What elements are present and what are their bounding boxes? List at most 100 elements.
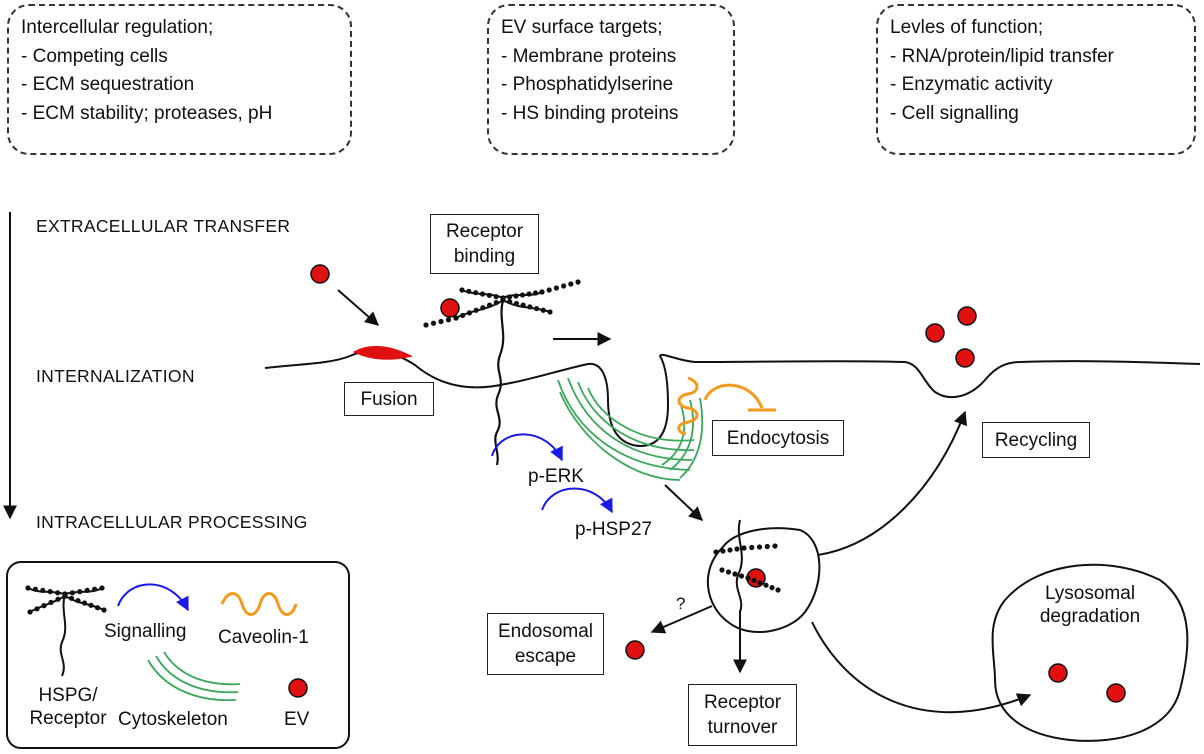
- lysosome: [991, 563, 1189, 742]
- label-receptor-turnover: Receptor turnover: [688, 684, 797, 746]
- info-box-intercellular: Intercellular regulation; - Competing ce…: [7, 4, 352, 155]
- legend-hs-chain-bead: [27, 609, 33, 615]
- ev-extracellular: [310, 264, 330, 284]
- hs-chain-bead: [438, 318, 444, 325]
- hs-chain-bead: [500, 297, 506, 303]
- legend-hs-chain-bead: [99, 585, 105, 591]
- label-question-mark: ?: [676, 594, 686, 613]
- hs-chain-bead: [757, 580, 763, 586]
- hs-chain-bead: [473, 290, 479, 296]
- hs-chain-bead: [486, 292, 492, 298]
- legend-hs-chain-bead: [94, 605, 101, 611]
- arrow-to-escape: [650, 605, 713, 634]
- hs-chain-bead: [423, 322, 429, 328]
- label-line: Endosomal: [497, 621, 594, 642]
- hs-chain-bead: [493, 294, 499, 300]
- legend-hs-chain-bead: [77, 589, 83, 595]
- legend-hs-chain-bead: [92, 586, 98, 592]
- hs-chain-bead: [493, 299, 499, 306]
- ev-recycled: [925, 323, 945, 343]
- label-line: Fusion: [360, 388, 418, 410]
- legend-signalling-label: Signalling: [104, 621, 187, 642]
- info-box-title: Intercellular regulation;: [21, 17, 214, 38]
- legend-hs-chain-bead: [84, 587, 90, 594]
- legend-hs-chain-bead: [48, 599, 54, 606]
- info-box-item: - Phosphatidylserine: [501, 74, 674, 95]
- hs-chain-bead: [453, 315, 459, 321]
- legend-hs-chain-bead: [62, 593, 68, 599]
- ev-lysosome: [1106, 683, 1126, 703]
- hs-chain-bead: [756, 544, 763, 550]
- hs-chain-bead: [520, 302, 526, 308]
- hs-chain-bead: [775, 587, 781, 593]
- hs-chain-bead: [745, 575, 751, 581]
- arrow-to-lysosome: [811, 621, 1032, 714]
- hs-chain-bead: [546, 287, 552, 293]
- stage-internalization: INTERNALIZATION: [36, 366, 195, 386]
- caveolin-squiggle: [677, 376, 699, 436]
- label-p-erk: p-ERK: [528, 466, 584, 487]
- ev-recycled: [957, 306, 977, 326]
- arrow-to-fusion: [337, 289, 380, 326]
- info-box-ev-surface: EV surface targets; - Membrane proteins …: [487, 4, 735, 155]
- hs-chain-bead: [430, 320, 437, 326]
- legend-box: [6, 561, 350, 749]
- label-recycling: Recycling: [982, 422, 1090, 458]
- label-line: Receptor: [703, 692, 782, 713]
- endocytosis-inhibition: [703, 383, 764, 409]
- legend-hspg-label: HSPG/ Receptor: [18, 684, 118, 730]
- legend-ev: [288, 678, 308, 698]
- label-line: Endocytosis: [726, 427, 830, 449]
- arrow-to-endosome: [664, 484, 704, 521]
- ev-bound: [440, 298, 460, 318]
- hs-chain-bead: [713, 549, 719, 555]
- hs-chain-bead: [725, 569, 732, 575]
- arrow-to-recycling: [817, 410, 968, 556]
- legend-hs-chain-bead: [47, 589, 53, 595]
- legend-hs-chain-bead: [81, 600, 88, 606]
- legend-hs-chain-bead: [25, 585, 31, 591]
- hs-chain-bead: [479, 291, 486, 297]
- hs-chain-bead: [547, 309, 553, 315]
- hs-chain-bead: [506, 294, 513, 300]
- hs-chain-bead: [526, 291, 532, 297]
- endosome-receptor: [735, 519, 743, 613]
- label-fusion: Fusion: [344, 382, 434, 416]
- info-box-item: - ECM stability; proteases, pH: [21, 102, 273, 124]
- legend-hs-chain-bead: [55, 590, 61, 596]
- label-receptor-binding: Receptor binding: [430, 214, 539, 274]
- label-p-hsp27: p-HSP27: [575, 519, 653, 540]
- cell-membrane: [264, 350, 1201, 448]
- hs-chain-bead: [507, 299, 513, 305]
- hs-chain-bead: [466, 310, 473, 316]
- legend-hs-chain-bead: [34, 606, 40, 612]
- info-box-title: EV surface targets;: [501, 17, 663, 38]
- hs-chain-bead: [486, 302, 493, 308]
- hs-chain-bead: [575, 279, 581, 285]
- legend-hs-chain-bead: [69, 590, 75, 596]
- info-box-function-levels: Levles of function; - RNA/protein/lipid …: [876, 4, 1196, 155]
- ev-recycled: [955, 348, 975, 368]
- hs-chain-bead: [513, 293, 519, 299]
- hs-chain-bead: [466, 288, 472, 294]
- legend-hs-chain-bead: [68, 595, 75, 601]
- hs-chain-bead: [473, 307, 479, 313]
- hs-chain-bead: [727, 547, 733, 553]
- label-line: binding: [453, 246, 516, 267]
- hs-chain-bead: [738, 573, 745, 579]
- hs-chain-bead: [459, 287, 465, 293]
- fusion-patch: [352, 345, 413, 360]
- legend-hs-chain-bead: [101, 607, 107, 613]
- legend-caveolin-label: Caveolin-1: [218, 627, 309, 648]
- hs-chain-bead: [553, 285, 560, 291]
- hs-chain-bead: [460, 312, 466, 319]
- label-line: turnover: [707, 717, 778, 738]
- label-line: escape: [514, 646, 577, 667]
- signalling-arrow-hsp27: [541, 487, 613, 514]
- hs-chain-bead: [772, 543, 778, 549]
- legend-hs-chain-bead: [75, 598, 81, 604]
- label-line: Receptor: [29, 708, 107, 729]
- stage-intracellular-processing: INTRACELLULAR PROCESSING: [36, 512, 308, 532]
- endosome: [706, 527, 821, 634]
- info-box-item: - RNA/protein/lipid transfer: [890, 45, 1114, 67]
